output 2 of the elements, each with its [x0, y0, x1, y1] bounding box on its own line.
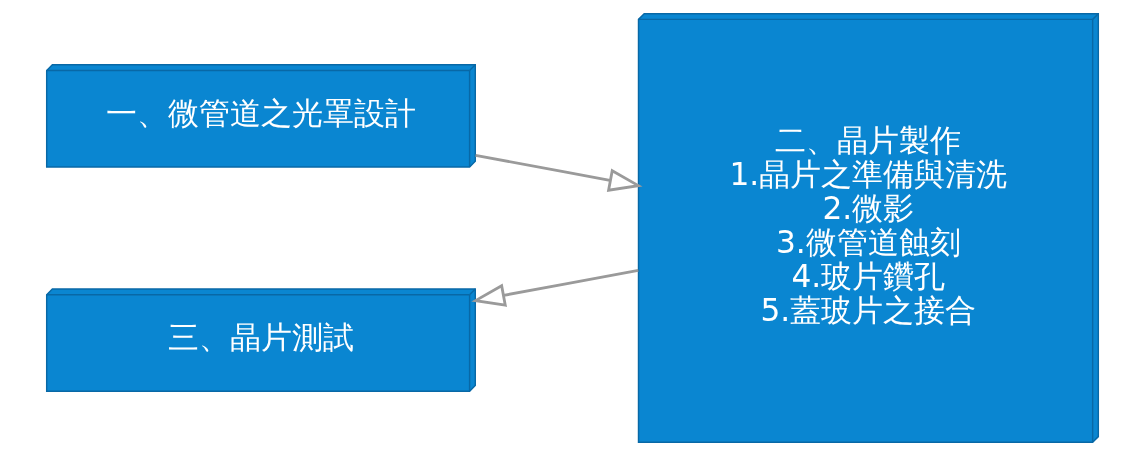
- arrow: [474, 154, 643, 192]
- arrow: [470, 269, 639, 307]
